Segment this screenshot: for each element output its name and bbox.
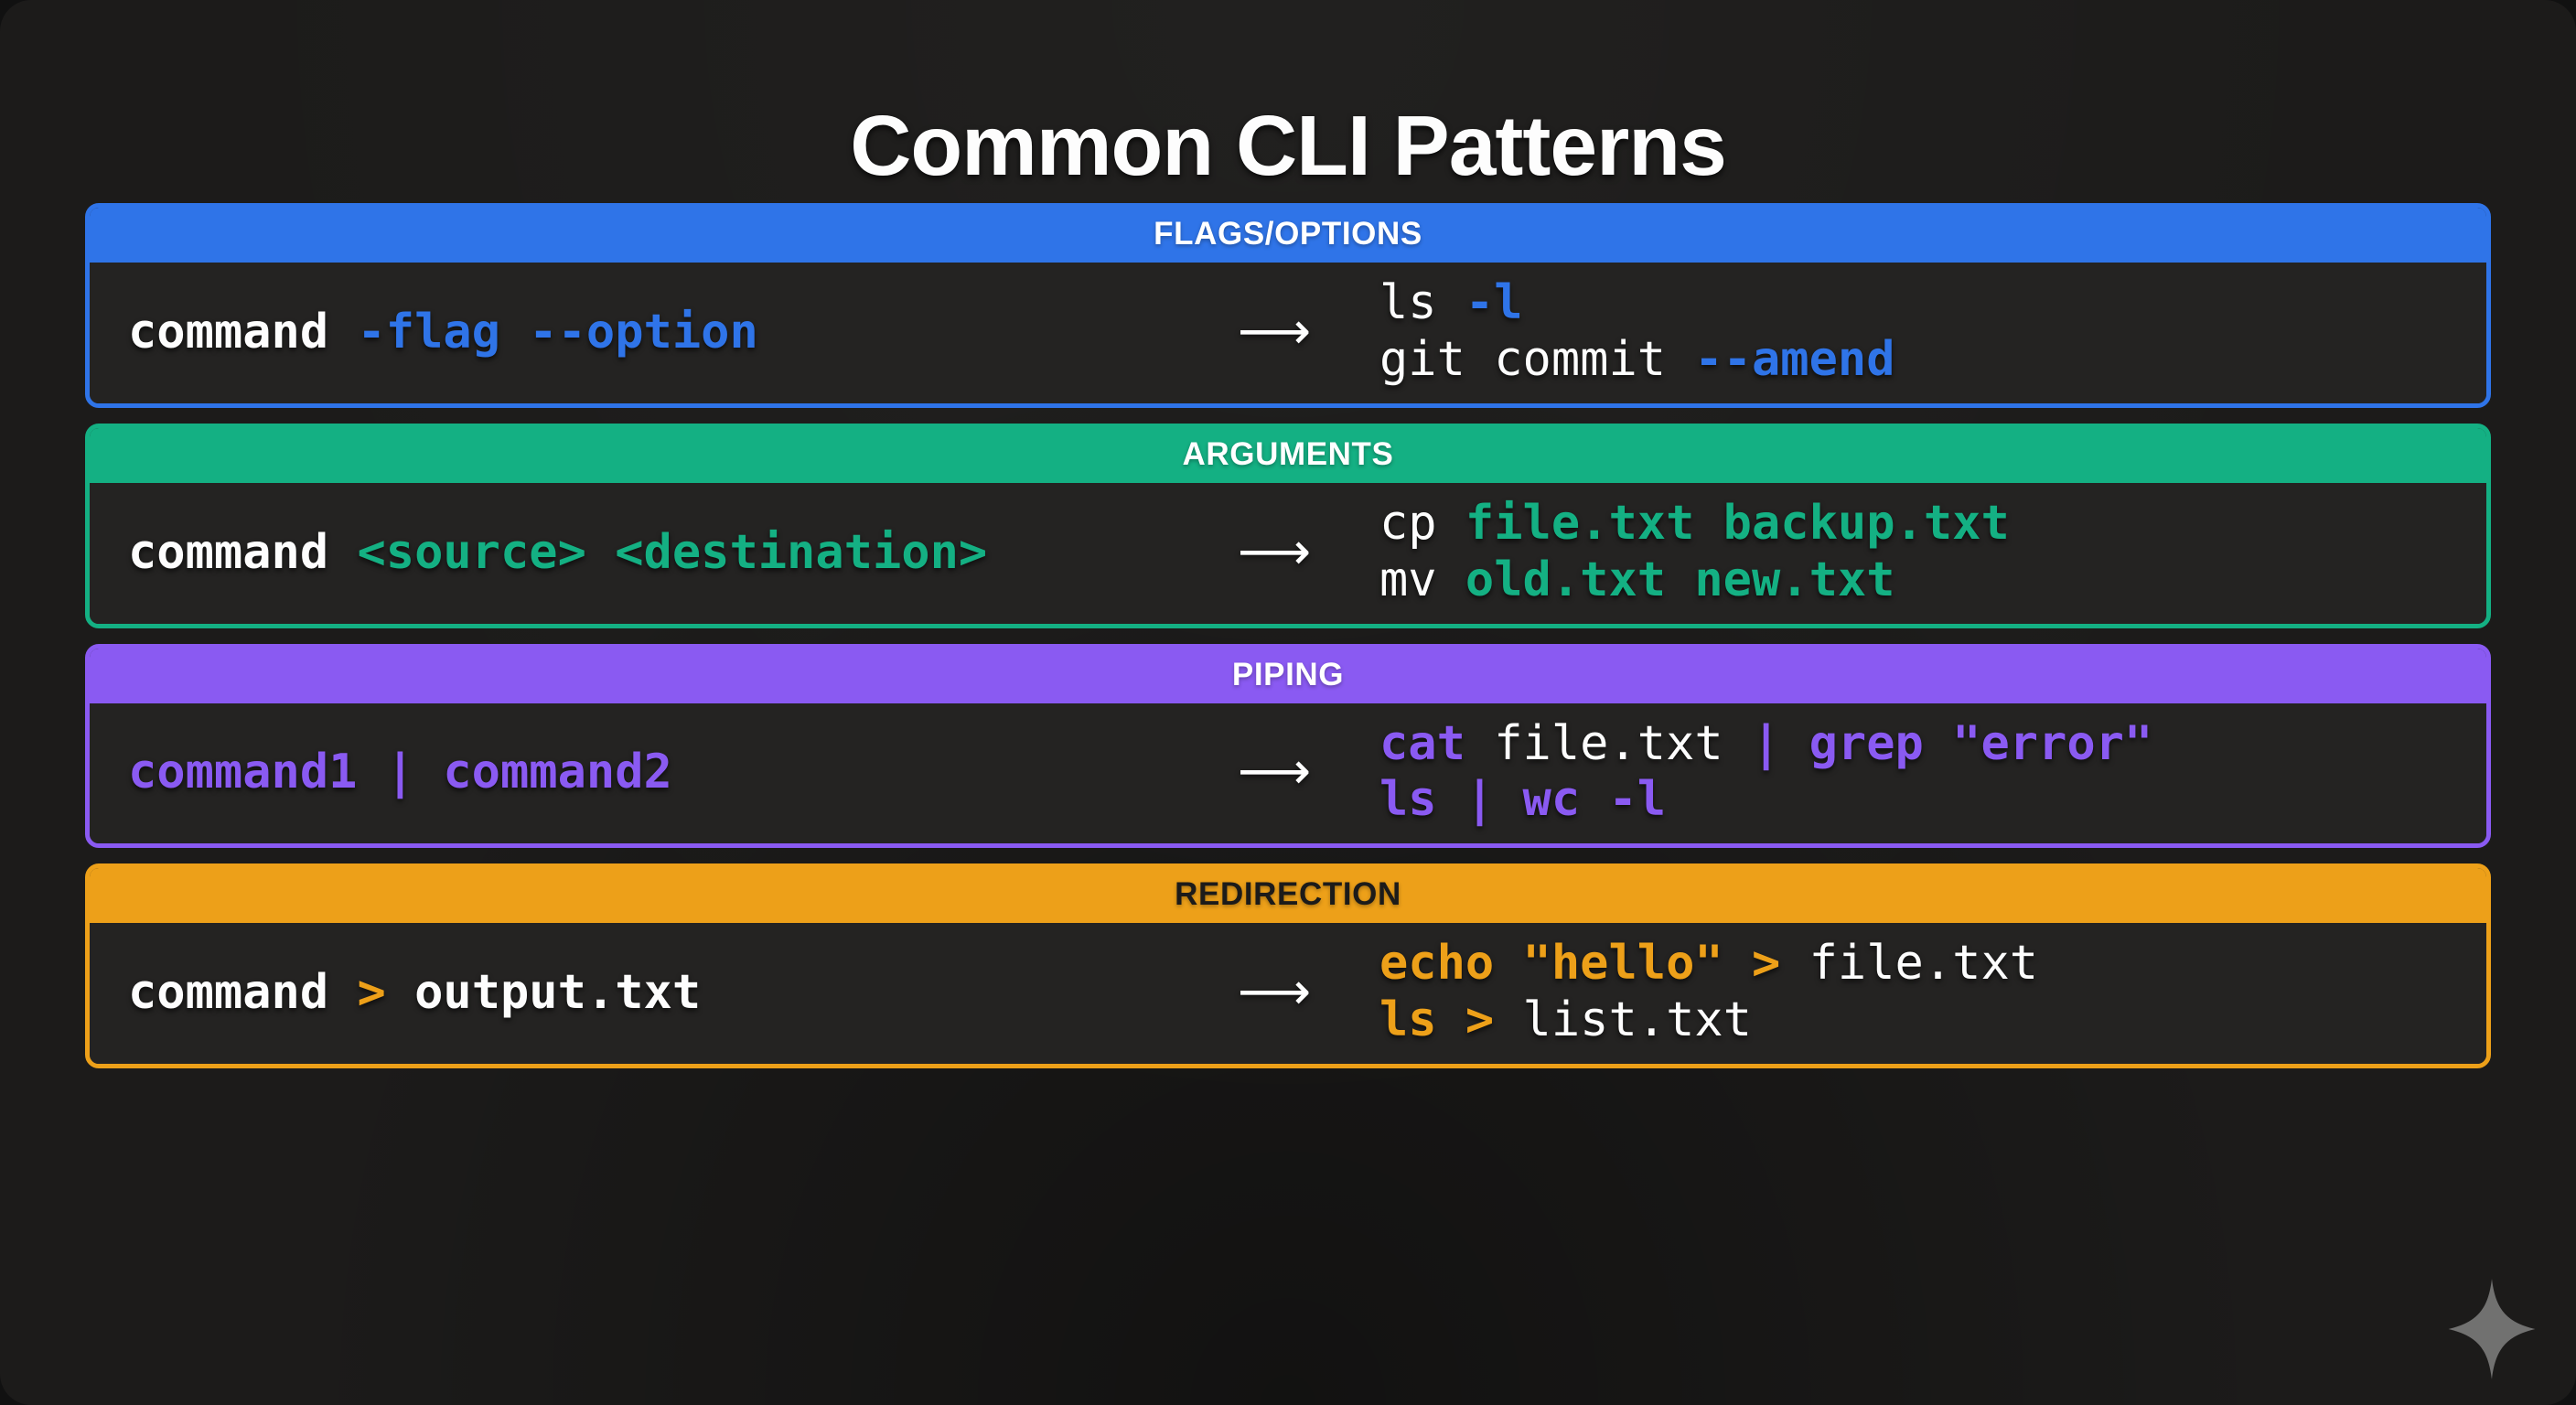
sparkle-icon xyxy=(2448,1279,2536,1379)
code-token-accent: > xyxy=(357,965,415,1020)
example-line: echo "hello" > file.txt xyxy=(1379,936,2468,992)
code-token-accent: command1 | command2 xyxy=(128,745,672,800)
code-token-plain: git commit xyxy=(1379,331,1695,387)
pattern-card-arguments: ARGUMENTS command <source> <destination> ⟶… xyxy=(85,423,2491,628)
page-title: Common CLI Patterns xyxy=(850,98,1727,194)
code-token-accent: ls | wc -l xyxy=(1379,772,1667,828)
code-token-plain: output.txt xyxy=(414,965,702,1020)
code-token-accent: | grep "error" xyxy=(1752,715,2153,771)
code-token-accent: ls > xyxy=(1379,992,1523,1048)
card-body-redirection: command > output.txt ⟶ echo "hello" > file… xyxy=(90,923,2486,1064)
card-body-arguments: command <source> <destination> ⟶ cp file.t… xyxy=(90,482,2486,624)
example-line: git commit --amend xyxy=(1379,332,2468,389)
code-token-plain: cp xyxy=(1379,495,1465,551)
pattern-syntax-flags-options: command -flag --option xyxy=(90,306,1169,359)
arrow-right-icon: ⟶ xyxy=(1237,962,1312,1023)
arrow-right-icon: ⟶ xyxy=(1237,301,1312,361)
pattern-card-redirection: REDIRECTION command > output.txt ⟶ echo "he… xyxy=(85,863,2491,1068)
card-header-flags-options: FLAGS/OPTIONS xyxy=(90,208,2486,263)
code-token-plain: command xyxy=(128,304,358,359)
example-line: cat file.txt | grep "error" xyxy=(1379,716,2468,773)
code-token-accent: echo "hello" > xyxy=(1379,936,1809,992)
code-token-accent: --amend xyxy=(1694,331,1895,387)
code-token-accent: -l xyxy=(1465,275,1523,330)
pattern-card-flags-options: FLAGS/OPTIONS command -flag --option ⟶ ls -… xyxy=(85,203,2491,408)
pattern-card-piping: PIPING command1 | command2 ⟶ cat file.txt |… xyxy=(85,643,2491,849)
example-line: mv old.txt new.txt xyxy=(1379,552,2468,609)
code-token-plain: ls xyxy=(1379,275,1465,330)
pattern-syntax-redirection: command > output.txt xyxy=(90,966,1169,1019)
code-token-accent: file.txt backup.txt xyxy=(1465,495,2010,551)
code-token-accent: cat xyxy=(1379,715,1495,771)
code-token-plain: mv xyxy=(1379,552,1465,607)
card-header-arguments: ARGUMENTS xyxy=(90,427,2486,483)
example-line: cp file.txt backup.txt xyxy=(1379,496,2468,552)
pattern-syntax-piping: command1 | command2 xyxy=(90,745,1169,799)
card-body-piping: command1 | command2 ⟶ cat file.txt | grep … xyxy=(90,702,2486,844)
example-line: ls | wc -l xyxy=(1379,772,2468,829)
code-token-plain: command xyxy=(128,524,358,580)
code-token-plain: list.txt xyxy=(1522,992,1752,1048)
arrow-right-icon: ⟶ xyxy=(1237,742,1312,802)
card-header-piping: PIPING xyxy=(90,648,2486,703)
card-header-redirection: REDIRECTION xyxy=(90,868,2486,924)
code-token-accent: -flag --option xyxy=(357,304,758,359)
code-token-accent: old.txt new.txt xyxy=(1465,552,1895,607)
code-token-accent: <source> <destination> xyxy=(357,524,988,580)
arrow-right-icon: ⟶ xyxy=(1237,521,1312,582)
example-line: ls > list.txt xyxy=(1379,992,2468,1049)
pattern-syntax-arguments: command <source> <destination> xyxy=(90,524,1169,580)
code-token-plain: file.txt xyxy=(1494,715,1752,771)
pattern-card-list: FLAGS/OPTIONS command -flag --option ⟶ ls -… xyxy=(85,203,2491,1084)
code-token-plain: command xyxy=(128,965,358,1020)
code-token-plain: file.txt xyxy=(1809,936,2039,992)
examples-piping: cat file.txt | grep "error"ls | wc -l xyxy=(1379,716,2486,830)
example-line: ls -l xyxy=(1379,275,2468,332)
